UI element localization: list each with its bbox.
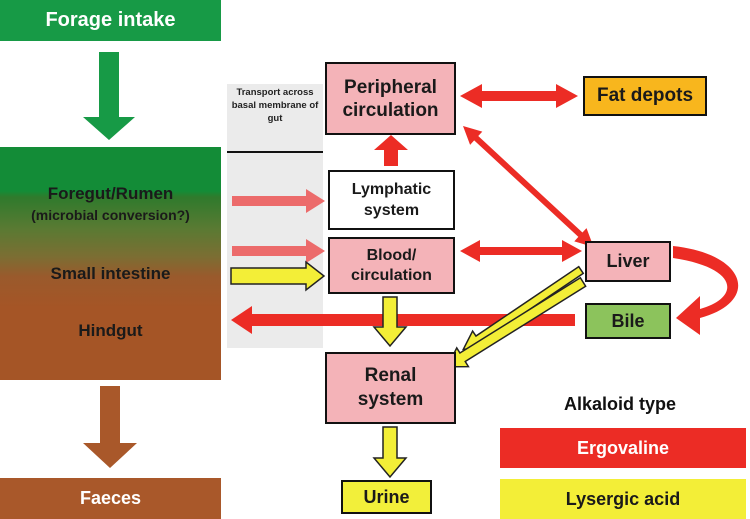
liver-to-bile-curved-arrow	[673, 246, 739, 335]
peripheral-line-1: Peripheral	[344, 76, 437, 98]
lymphatic-line-1: Lymphatic	[351, 181, 432, 198]
renal-line-1: Renal	[364, 365, 417, 386]
fat-depots-label: Fat depots	[596, 85, 694, 106]
transport-divider	[227, 151, 323, 153]
brown-down-arrow	[83, 386, 137, 468]
peripheral-circulation-box: Peripheral circulation	[325, 62, 456, 135]
liver-box: Liver	[585, 241, 671, 282]
renal-line-2: system	[357, 389, 424, 410]
fat-depots-box: Fat depots	[583, 76, 707, 116]
bile-to-hindgut-arrow	[231, 306, 575, 334]
small-intestine-label: Small intestine	[50, 264, 171, 283]
lysergic-gut-to-blood-arrow	[230, 260, 326, 292]
blood-line-1: Blood/	[366, 246, 417, 264]
urine-box: Urine	[341, 480, 432, 514]
transport-panel	[227, 84, 323, 348]
blood-liver-double-arrow	[460, 240, 582, 262]
blood-circulation-box: Blood/ circulation	[328, 237, 455, 294]
faeces-box: Faeces	[0, 478, 221, 519]
forage-intake-box: Forage intake	[0, 0, 221, 41]
foregut-to-lymphatic-arrow	[232, 189, 325, 213]
lymphatic-system-box: Lymphatic system	[328, 170, 455, 230]
renal-to-urine-arrow	[372, 426, 408, 479]
legend-title: Alkaloid type	[563, 394, 677, 414]
microbial-conversion-label: (microbial conversion?)	[31, 207, 190, 223]
blood-line-2: circulation	[351, 266, 432, 284]
legend-lysergic-acid-label: Lysergic acid	[565, 488, 681, 509]
green-down-arrow	[83, 52, 135, 140]
peripheral-line-2: circulation	[342, 99, 439, 121]
renal-system-box: Renal system	[325, 352, 456, 424]
hindgut-label: Hindgut	[78, 321, 143, 340]
lymphatic-to-peripheral-arrow	[374, 135, 408, 166]
liver-label: Liver	[606, 251, 650, 271]
gut-tract-block	[0, 147, 221, 380]
bile-box: Bile	[585, 303, 671, 339]
legend-ergovaline-label: Ergovaline	[576, 437, 670, 458]
legend-lysergic-acid: Lysergic acid	[500, 479, 746, 519]
blood-to-renal-arrow	[372, 296, 408, 348]
faeces-label: Faeces	[79, 488, 142, 508]
lymphatic-line-2: system	[363, 202, 420, 219]
bile-label: Bile	[611, 310, 645, 331]
transport-label: Transport across basal membrane of gut	[231, 87, 319, 124]
legend-ergovaline: Ergovaline	[500, 428, 746, 468]
foregut-label: Foregut/Rumen	[47, 184, 174, 203]
urine-label: Urine	[363, 486, 410, 507]
forage-intake-label: Forage intake	[45, 9, 176, 31]
peripheral-liver-double-arrow	[463, 126, 594, 247]
small-intestine-to-blood-arrow	[232, 239, 325, 263]
peripheral-fat-double-arrow	[460, 84, 578, 108]
